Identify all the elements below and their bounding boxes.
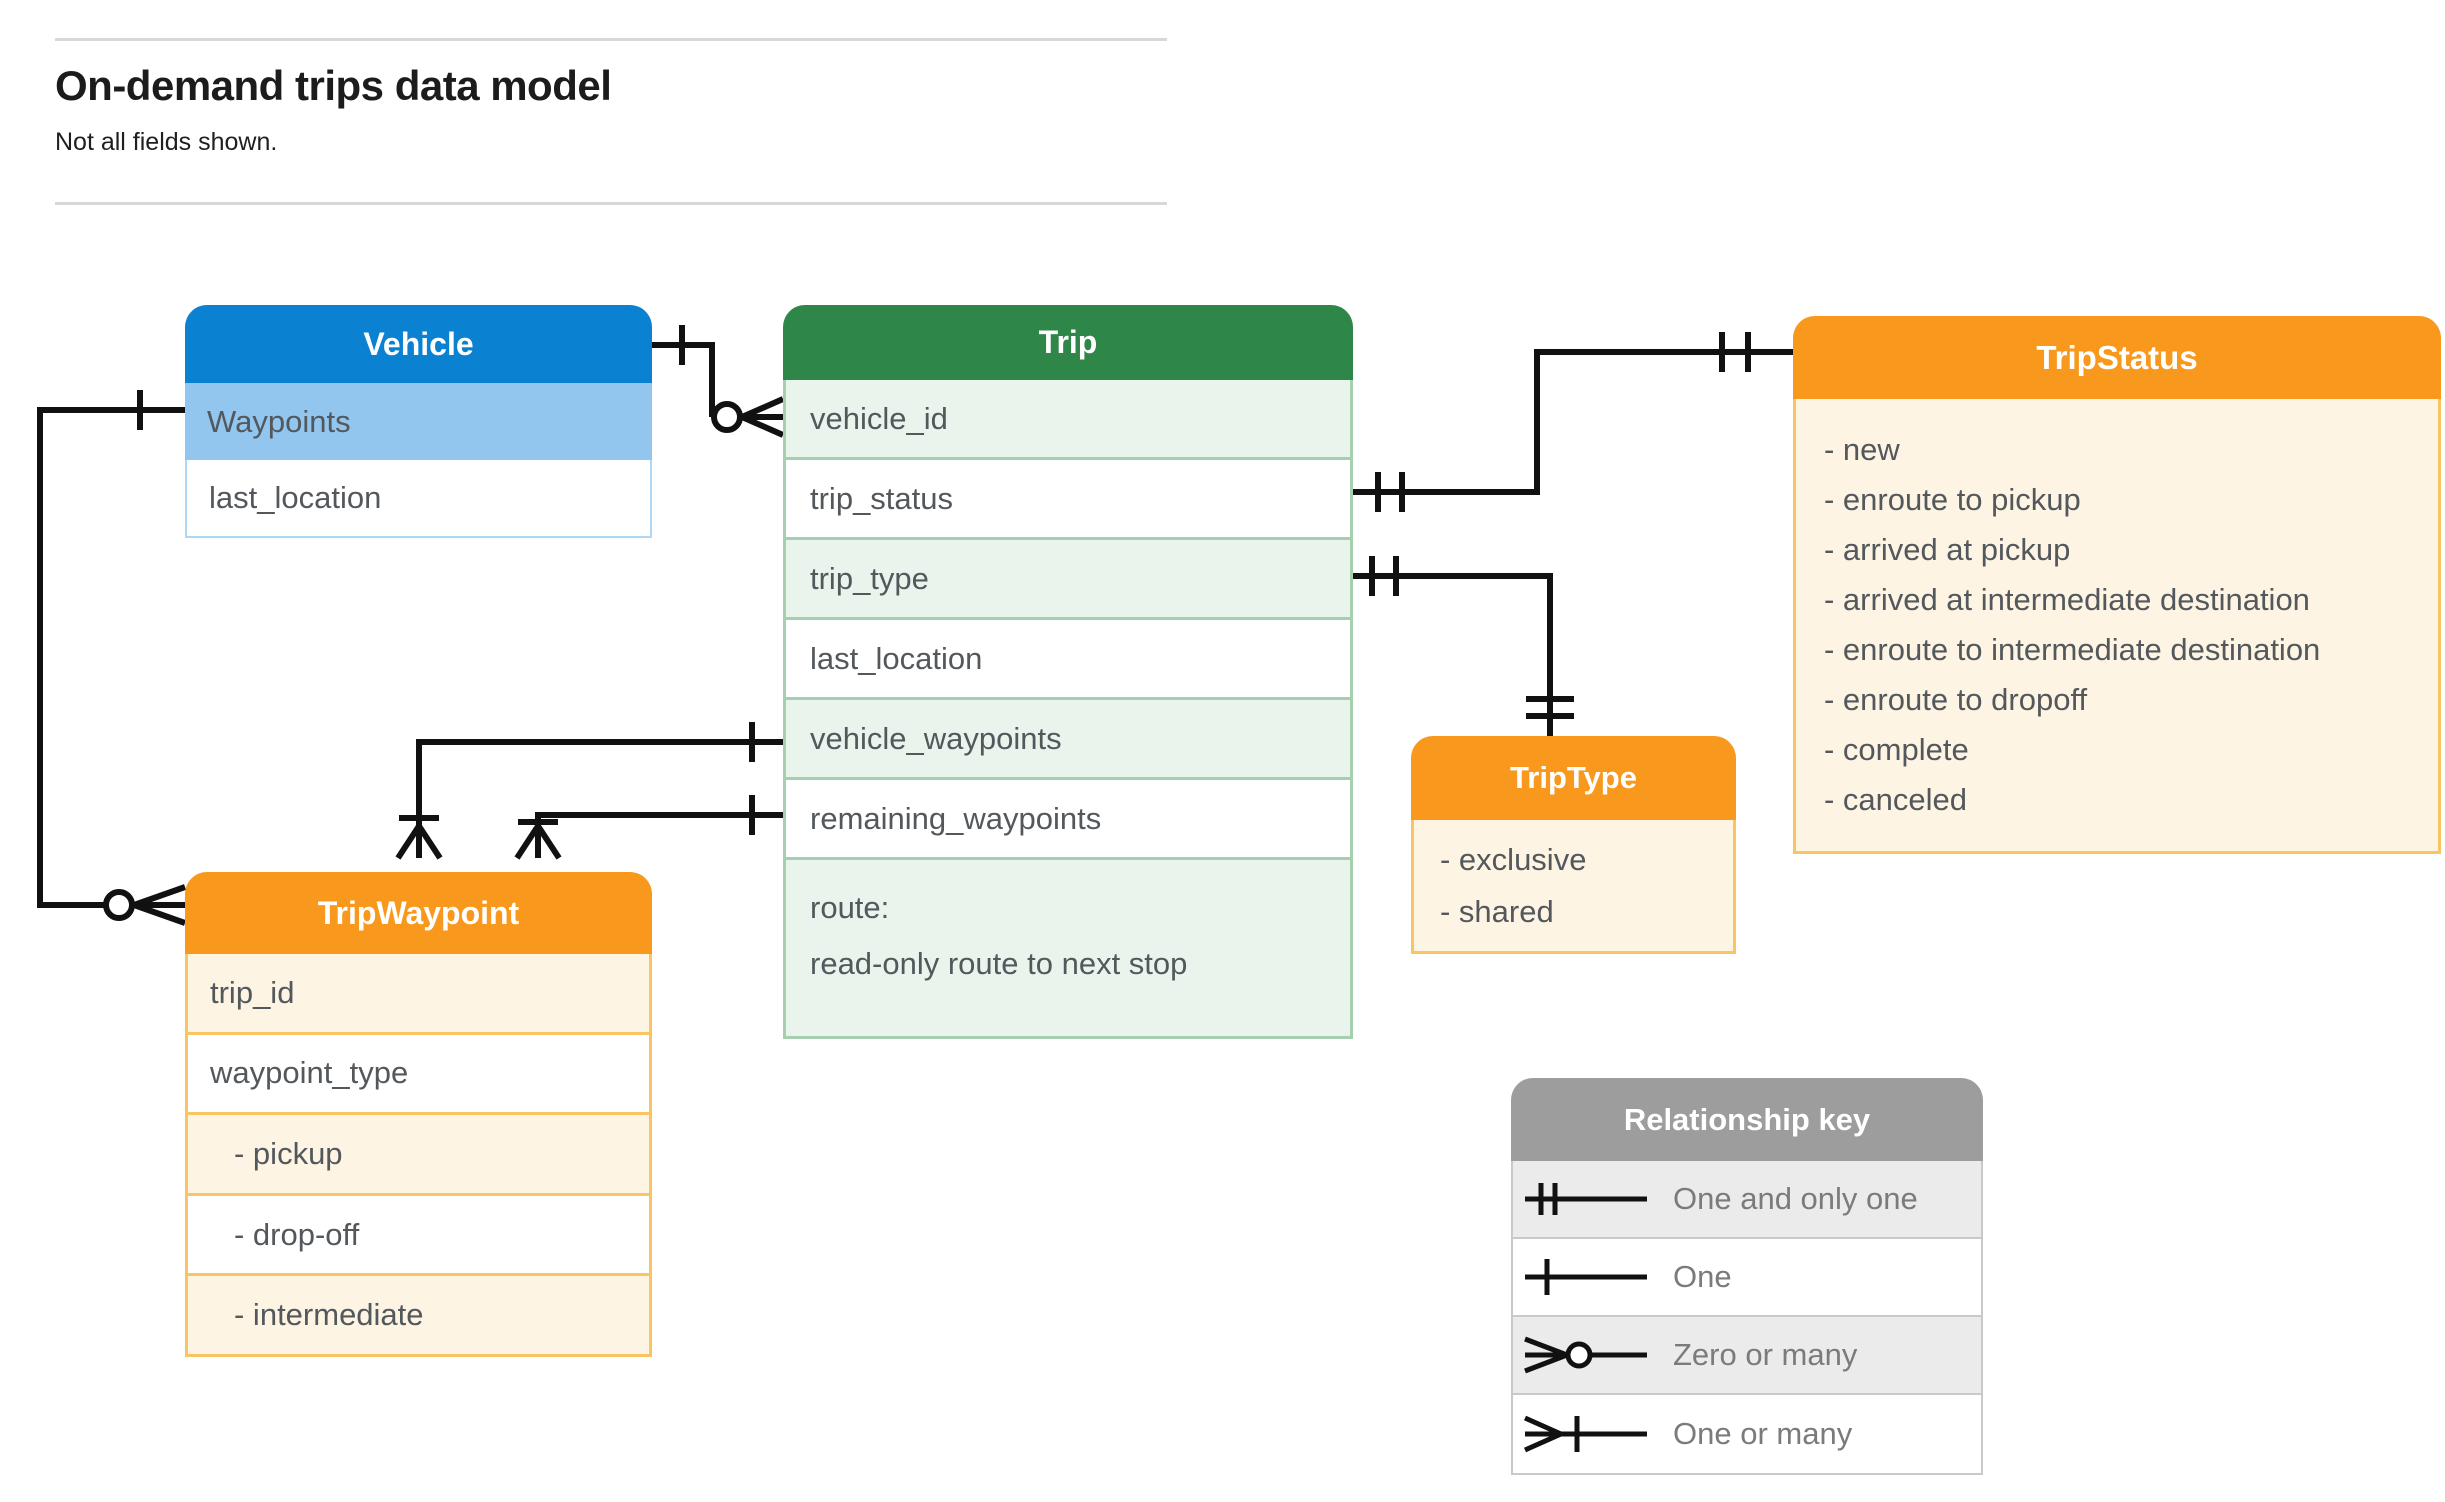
connector-remaining-waypoints-to-tripwaypoint [514, 795, 783, 860]
table-vehicle: Vehicle Waypoints last_location [185, 305, 652, 538]
table-trip-title: Trip [783, 305, 1353, 380]
enum-value: - enroute to pickup [1824, 482, 2081, 517]
relationship-key-title: Relationship key [1511, 1078, 1983, 1161]
table-row: waypoint_type [185, 1034, 652, 1116]
table-tripwaypoint: TripWaypoint trip_id waypoint_type - pic… [185, 872, 652, 1357]
legend-item: One [1513, 1239, 1981, 1317]
legend-item: One and only one [1513, 1161, 1981, 1239]
table-row: - drop-off [185, 1195, 652, 1277]
enum-value: - shared [1440, 894, 1554, 929]
table-row: trip_type [786, 540, 1350, 620]
enum-value: - enroute to dropoff [1824, 682, 2088, 717]
one-icon [1525, 1259, 1647, 1295]
table-row: - pickup [185, 1115, 652, 1196]
legend-label: One and only one [1673, 1181, 1918, 1216]
table-row: trip_id [185, 954, 652, 1035]
connector-waypoints-to-tripwaypoint [37, 390, 186, 926]
enum-value: - enroute to intermediate destination [1824, 632, 2321, 667]
connector-trip-type-to-triptype [1353, 556, 1574, 736]
table-row-route: route: read-only route to next stop [786, 860, 1350, 1036]
one-or-many-icon [1523, 1415, 1647, 1453]
connector-vehicle-to-trip [652, 325, 785, 438]
zero-or-many-icon [1524, 1336, 1647, 1374]
enum-value: - exclusive [1440, 842, 1587, 877]
table-tripstatus-title: TripStatus [1793, 316, 2441, 399]
heading-divider [55, 202, 1167, 205]
top-divider [55, 38, 1167, 41]
enum-value: - new [1824, 432, 1900, 467]
connector-vehicle-waypoints-to-tripwaypoint [395, 722, 783, 860]
legend-label: One [1673, 1259, 1732, 1294]
table-row: vehicle_id [786, 380, 1350, 460]
legend-label: Zero or many [1673, 1337, 1858, 1372]
one-and-only-one-icon [1525, 1183, 1647, 1215]
page-subtitle: Not all fields shown. [55, 128, 278, 156]
table-tripstatus: TripStatus - new - enroute to pickup - a… [1793, 316, 2441, 854]
relationship-key: Relationship key One and only one One [1511, 1078, 1983, 1475]
page-title: On-demand trips data model [55, 62, 612, 109]
enum-value: - arrived at pickup [1824, 532, 2071, 567]
table-row: - intermediate [185, 1276, 652, 1357]
legend-label: One or many [1673, 1416, 1853, 1451]
table-row: trip_status [786, 460, 1350, 540]
route-description: read-only route to next stop [810, 946, 1188, 981]
table-row: remaining_waypoints [786, 780, 1350, 860]
table-trip: Trip vehicle_id trip_status trip_type la… [783, 305, 1353, 1039]
enum-value: - arrived at intermediate destination [1824, 582, 2310, 617]
enum-value: - complete [1824, 732, 1969, 767]
connector-trip-status-to-tripstatus [1353, 332, 1793, 512]
table-triptype-title: TripType [1411, 736, 1736, 820]
table-tripwaypoint-title: TripWaypoint [185, 872, 652, 954]
table-row: last_location [786, 620, 1350, 700]
enum-value: - canceled [1824, 782, 1968, 817]
table-row: last_location [185, 460, 652, 538]
table-row: Waypoints [185, 383, 652, 460]
table-triptype: TripType - exclusive - shared [1411, 736, 1736, 954]
table-row: vehicle_waypoints [786, 700, 1350, 780]
legend-item: One or many [1513, 1395, 1981, 1473]
table-vehicle-title: Vehicle [185, 305, 652, 383]
legend-item: Zero or many [1513, 1317, 1981, 1395]
route-label: route: [810, 890, 890, 925]
